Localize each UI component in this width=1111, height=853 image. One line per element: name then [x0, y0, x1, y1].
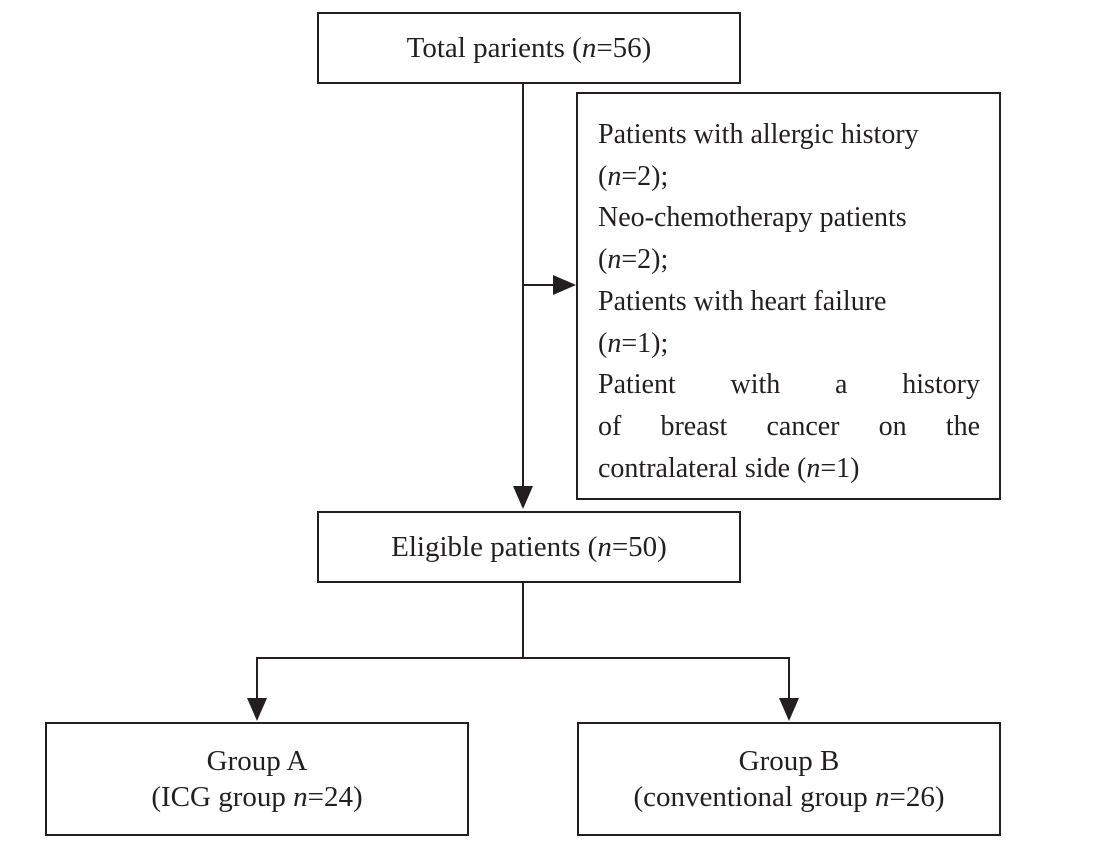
- eligible-patients-text: Eligible patients (n=50): [391, 529, 667, 565]
- eligible-n-symbol: n: [597, 531, 612, 563]
- excluded-line-text: Neo-chemotherapy patients: [598, 202, 907, 234]
- total-n-symbol: n: [581, 32, 597, 64]
- group-b-box: Group B (conventional group n=26): [577, 722, 1001, 836]
- excluded-line: (n=1);: [598, 323, 980, 365]
- excluded-line-text: Patients with allergic history: [598, 119, 919, 150]
- excluded-line-text: Patients with heart failure: [598, 285, 887, 317]
- total-label: Total parients (: [406, 32, 582, 64]
- excluded-n-symbol: n: [806, 452, 821, 484]
- excluded-line-text: (: [598, 160, 608, 192]
- group-a-subtitle: (ICG group n=24): [151, 779, 362, 815]
- group-a-n-symbol: n: [293, 781, 308, 813]
- excluded-n-symbol: n: [607, 244, 622, 276]
- group-a-box: Group A (ICG group n=24): [45, 722, 469, 836]
- excluded-line-text: (: [598, 327, 608, 359]
- excluded-count: =1): [820, 452, 860, 484]
- group-a-sub-post: =24): [307, 781, 363, 813]
- total-patients-text: Total parients (n=56): [407, 30, 652, 66]
- excluded-line: (n=2);: [598, 239, 980, 281]
- arrowhead-group-b: [779, 698, 799, 721]
- excluded-line-text: of breast cancer on the: [598, 410, 980, 442]
- excluded-line: Neo-chemotherapy patients: [598, 197, 980, 239]
- eligible-value: =50): [611, 531, 667, 563]
- excluded-line: Patients with allergic history: [598, 114, 980, 156]
- excluded-line: of breast cancer on the: [598, 406, 980, 448]
- arrowhead-group-a: [247, 698, 267, 721]
- group-b-title: Group B: [738, 745, 840, 777]
- excluded-line: (n=2);: [598, 156, 980, 198]
- group-a-sub-pre: (ICG group: [151, 781, 294, 813]
- group-b-sub-post: =26): [889, 781, 945, 813]
- eligible-patients-box: Eligible patients (n=50): [317, 511, 741, 583]
- excluded-line: Patient with a history: [598, 364, 980, 406]
- excluded-count: =2);: [621, 244, 669, 276]
- excluded-line: contralateral side (n=1): [598, 448, 980, 490]
- eligible-label: Eligible patients (: [391, 531, 598, 563]
- total-value: =56): [596, 32, 652, 64]
- group-b-sub-pre: (conventional group: [633, 781, 876, 813]
- group-a-title: Group A: [206, 745, 308, 777]
- group-b-n-symbol: n: [875, 781, 890, 813]
- arrowhead-eligible: [513, 486, 533, 509]
- excluded-line-text: (: [598, 244, 608, 276]
- excluded-count: =1);: [621, 327, 669, 359]
- excluded-lines: Patients with allergic history(n=2);Neo-…: [598, 114, 980, 489]
- excluded-patients-box: Patients with allergic history(n=2);Neo-…: [576, 92, 1001, 500]
- excluded-line: Patients with heart failure: [598, 281, 980, 323]
- excluded-count: =2);: [621, 160, 669, 192]
- excluded-n-symbol: n: [607, 327, 622, 359]
- arrowhead-excluded: [553, 275, 576, 295]
- excluded-n-symbol: n: [607, 160, 622, 192]
- excluded-line-text: contralateral side (: [598, 452, 807, 484]
- total-patients-box: Total parients (n=56): [317, 12, 741, 84]
- excluded-line-text: Patient with a history: [598, 369, 980, 401]
- group-b-subtitle: (conventional group n=26): [633, 779, 944, 815]
